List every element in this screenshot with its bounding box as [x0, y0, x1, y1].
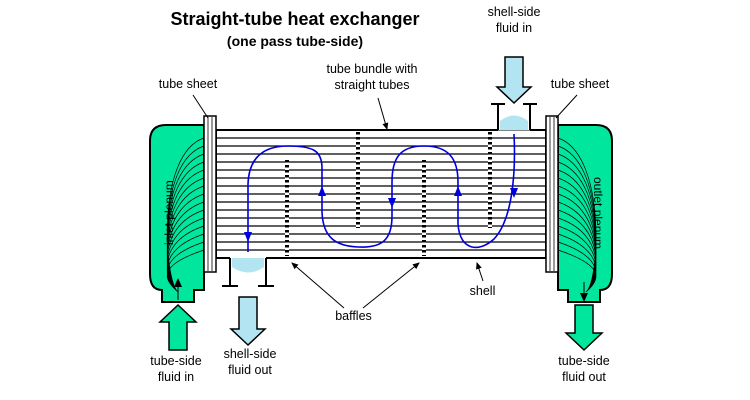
shell-outlet-nozzle	[222, 257, 274, 287]
shell-side-flow-path	[244, 133, 518, 252]
label-tube-sheet-left: tube sheet	[158, 77, 218, 91]
label-outlet-plenum: outlet plenum	[591, 176, 605, 250]
page-subtitle: (one pass tube-side)	[226, 33, 364, 49]
label-tube-side-fluid-out: tube-side fluid out	[558, 354, 610, 384]
label-pointers	[192, 94, 578, 309]
shell-side-inlet-arrow	[495, 56, 533, 105]
tube-side-outlet-arrow	[564, 304, 604, 352]
label-tube-side-fluid-in: tube-side fluid in	[150, 354, 202, 384]
label-shell-side-fluid-in: shell-side fluid in	[487, 5, 541, 35]
page-title: Straight-tube heat exchanger	[170, 9, 420, 29]
label-tube-sheet-right: tube sheet	[550, 77, 610, 91]
inlet-plenum-shape	[149, 124, 205, 303]
label-inlet-plenum: inlet plenum	[162, 180, 176, 246]
label-shell: shell	[469, 284, 496, 298]
baffle-lines	[285, 132, 492, 256]
label-baffles: baffles	[335, 309, 372, 323]
tube-side-inlet-arrow	[158, 303, 198, 351]
shell-inlet-nozzle	[491, 103, 537, 131]
tube-sheet-right-shape	[545, 115, 559, 273]
tube-sheet-left-shape	[203, 115, 217, 273]
label-tube-bundle: tube bundle with straight tubes	[326, 62, 418, 92]
tube-bundle-lines	[216, 137, 546, 251]
outlet-plenum-shape	[557, 124, 613, 303]
label-shell-side-fluid-out: shell-side fluid out	[223, 347, 277, 377]
shell-side-outlet-arrow	[229, 296, 267, 347]
